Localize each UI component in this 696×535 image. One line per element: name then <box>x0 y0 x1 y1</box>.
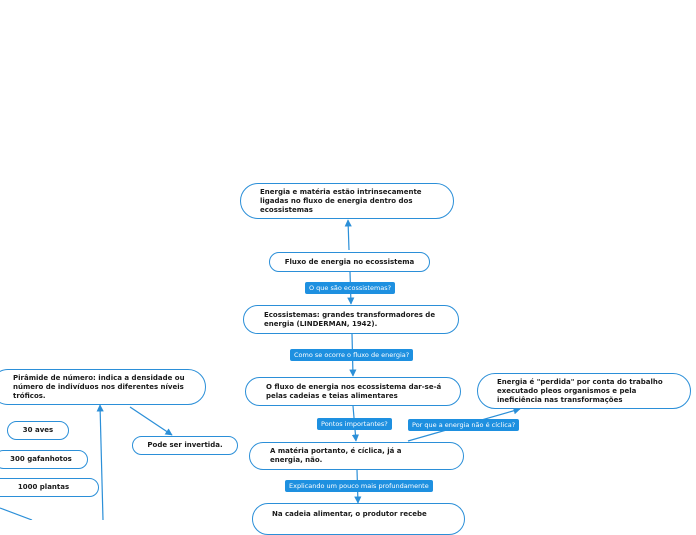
edge-piramide-to-invertida <box>129 406 173 436</box>
node-gafanhotos-text: 300 gafanhotos <box>10 455 72 463</box>
node-materia-ciclica[interactable]: A matéria portanto, é cíclica, já a ener… <box>249 442 464 470</box>
node-aves[interactable]: 30 aves <box>7 421 69 440</box>
node-energia-materia-text: Energia e matéria estão intrinsecamente … <box>260 187 422 214</box>
node-fluxo-energia-text: Fluxo de energia no ecossistema <box>284 257 415 266</box>
label-por-que[interactable]: Por que a energia não é cíclica? <box>408 419 520 431</box>
node-cadeia-alimentar-text: Na cadeia alimentar, o produtor recebe <box>272 510 427 518</box>
node-energia-perdida[interactable]: Energia é "perdida" por conta do trabalh… <box>477 373 691 409</box>
node-piramide[interactable]: Pirâmide de número: indica a densidade o… <box>0 369 206 405</box>
node-ecossistemas[interactable]: Ecossistemas: grandes transformadores de… <box>243 305 459 334</box>
node-ecossistemas-text: Ecossistemas: grandes transformadores de… <box>264 310 436 328</box>
label-o-que-sao[interactable]: O que são ecossistemas? <box>305 282 396 294</box>
label-pontos[interactable]: Pontos importantes? <box>317 418 392 430</box>
edge-to-piramide <box>96 404 104 520</box>
node-invertida[interactable]: Pode ser invertida. <box>132 436 238 455</box>
node-energia-materia[interactable]: Energia e matéria estão intrinsecamente … <box>240 183 454 219</box>
node-materia-ciclica-text: A matéria portanto, é cíclica, já a ener… <box>270 447 402 464</box>
node-plantas-text: 1000 plantas <box>17 483 70 491</box>
edge-offscreen-left <box>0 507 33 520</box>
node-fluxo-cadeias[interactable]: O fluxo de energia nos ecossistema dar-s… <box>245 377 461 406</box>
node-fluxo-cadeias-text: O fluxo de energia nos ecossistema dar-s… <box>266 382 442 400</box>
node-gafanhotos[interactable]: 300 gafanhotos <box>0 450 88 469</box>
label-como-ocorre[interactable]: Como se ocorre o fluxo de energia? <box>290 349 414 361</box>
edge-fluxo-to-energia <box>344 219 352 251</box>
node-energia-perdida-text: Energia é "perdida" por conta do trabalh… <box>497 377 663 404</box>
node-invertida-text: Pode ser invertida. <box>147 441 223 449</box>
node-cadeia-alimentar[interactable]: Na cadeia alimentar, o produtor recebe <box>252 503 465 535</box>
node-piramide-text: Pirâmide de número: indica a densidade o… <box>13 373 185 400</box>
node-aves-text: 30 aves <box>22 426 54 434</box>
label-explicando[interactable]: Explicando um pouco mais profundamente <box>285 480 433 492</box>
node-fluxo-energia[interactable]: Fluxo de energia no ecossistema <box>269 252 430 272</box>
node-plantas[interactable]: 1000 plantas <box>0 478 99 497</box>
